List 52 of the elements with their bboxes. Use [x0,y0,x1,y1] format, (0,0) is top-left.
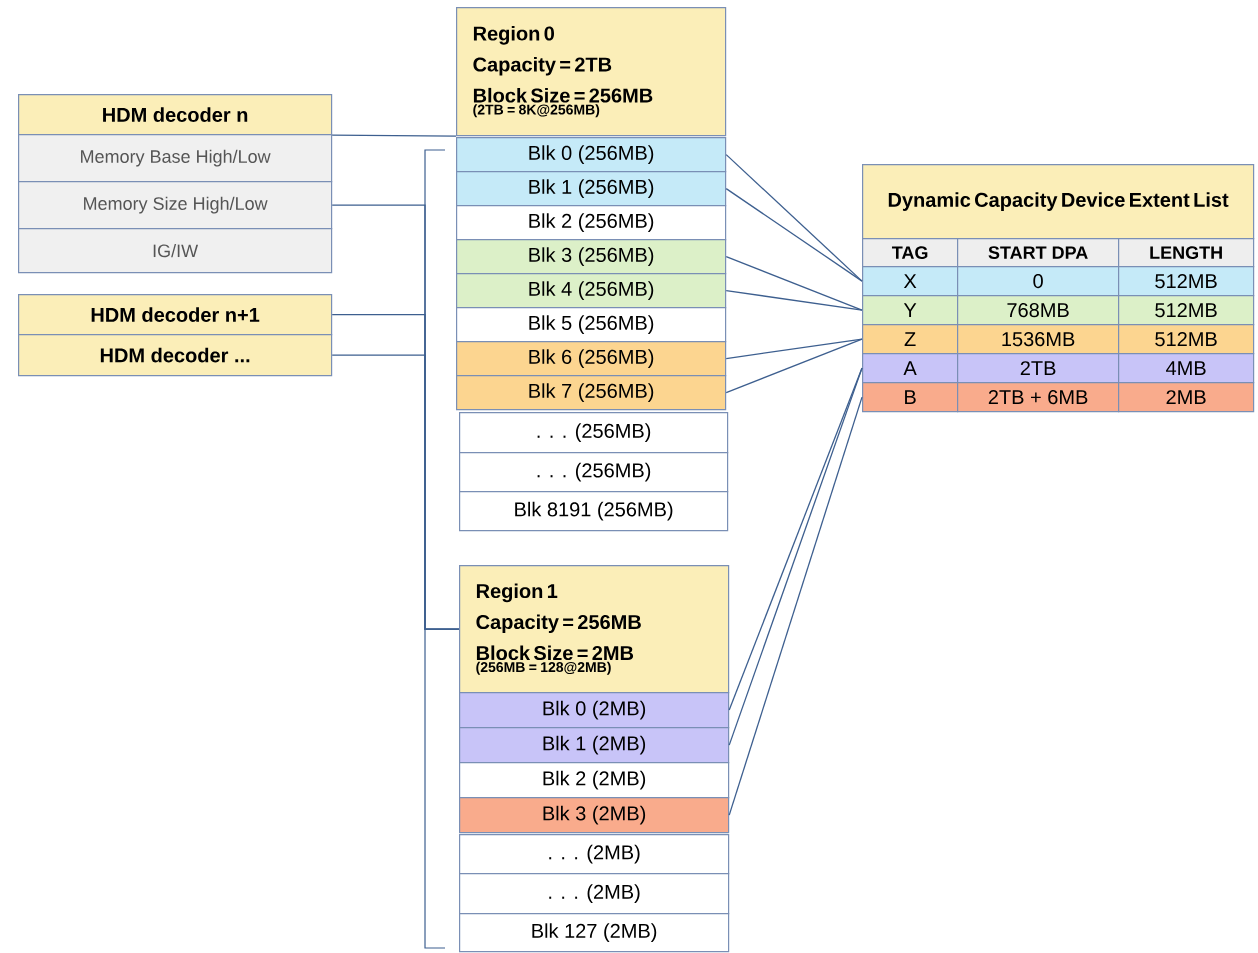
block-row: Blk 3 (256MB) [456,239,727,275]
block-row: Blk 8191 (256MB) [459,491,729,532]
block-row: Blk 1 (256MB) [456,171,727,207]
block-row: Blk 4 (256MB) [456,273,727,309]
register-row: IG/IW [18,228,333,274]
table-cell: 2TB + 6MB [957,382,1120,413]
region-header: Region 0 Capacity = 2TB Block Size = 256MB (2TB = 8K@256MB) [456,7,727,137]
block-row: Blk 2 (2MB) [459,762,730,799]
connector-line [725,289,863,311]
table-cell: Z [862,324,959,355]
table-cell: 4MB [1118,353,1255,384]
register-row: Memory Size High/Low [18,181,333,230]
connector-line [728,396,863,816]
block-row: . . . (256MB) [459,412,729,454]
block-row: . . . (2MB) [459,834,730,875]
block-row: . . . (256MB) [459,452,729,493]
table-title: Dynamic Capacity Device Extent List [862,164,1255,240]
block-row: Blk 0 (2MB) [459,692,730,729]
connector-line [725,153,863,282]
decoder-header: HDM decoder ... [18,334,333,377]
region-header: Region 1 Capacity = 256MB Block Size = 2MB (256MB = 128@2MB) [459,565,730,694]
block-row: Blk 3 (2MB) [459,797,730,834]
table-cell: Y [862,295,959,326]
decoder-header: HDM decoder n+1 [18,294,333,336]
block-row: Blk 6 (256MB) [456,341,727,377]
column-header: LENGTH [1118,238,1255,268]
table-cell: 768MB [957,295,1120,326]
table-cell: A [862,353,959,384]
table-cell: B [862,382,959,413]
connector-line [725,255,863,311]
table-cell: X [862,266,959,297]
table-cell: 0 [957,266,1120,297]
column-header: TAG [862,238,959,268]
column-header: START DPA [957,238,1120,268]
connector-line [725,187,863,282]
block-row: Blk 7 (256MB) [456,375,727,411]
table-cell: 2MB [1118,382,1255,413]
block-row: Blk 0 (256MB) [456,137,727,173]
table-cell: 512MB [1118,295,1255,326]
connector-line [331,134,457,137]
block-row: Blk 5 (256MB) [456,307,727,343]
block-row: Blk 1 (2MB) [459,727,730,764]
block-row: . . . (2MB) [459,873,730,915]
table-cell: 2TB [957,353,1120,384]
table-cell: 512MB [1118,324,1255,355]
block-row: Blk 2 (256MB) [456,205,727,241]
connector-line [725,338,863,394]
decoder-header: HDM decoder n [18,94,333,136]
table-cell: 512MB [1118,266,1255,297]
table-cell: 1536MB [957,324,1120,355]
block-row: Blk 127 (2MB) [459,913,730,953]
register-row: Memory Base High/Low [18,134,333,183]
